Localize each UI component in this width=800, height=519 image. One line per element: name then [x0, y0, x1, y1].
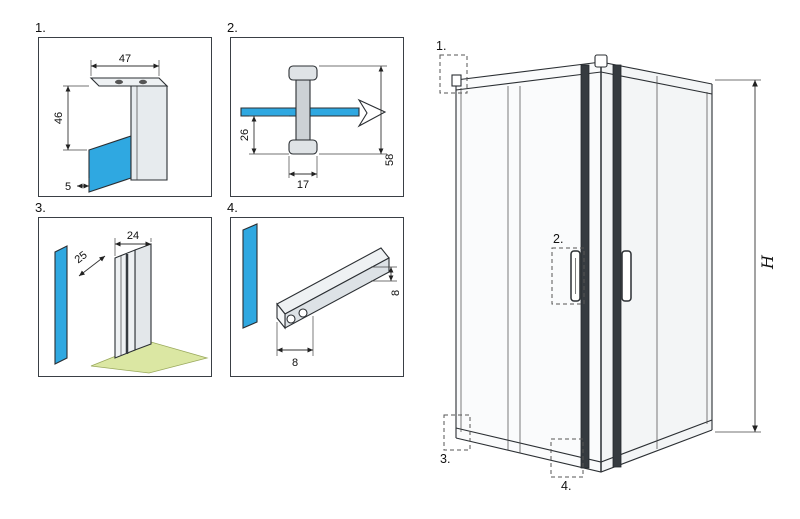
dim-58-label: 58: [384, 154, 396, 166]
handle-stem: [295, 79, 311, 141]
glass-panel: [54, 245, 68, 365]
screw-hole: [139, 79, 147, 85]
main-view: H 1. 2. 3. 4.: [425, 30, 795, 515]
glass-panel: [88, 135, 132, 193]
detail-4-box: 8 8: [230, 217, 404, 377]
shower-tray-floor: [90, 341, 209, 374]
left-door-stile: [580, 64, 590, 469]
callout-3-box: [443, 414, 471, 451]
wall-profile-front: [114, 249, 136, 359]
detail-1-box: 47 46 5: [38, 37, 212, 197]
detail-2-box: 26 17 58: [230, 37, 404, 197]
dim-47-label: 47: [119, 53, 131, 65]
dim-24-label: 24: [127, 230, 139, 242]
wall-profile-body: [130, 85, 168, 181]
dim-46-label: 46: [53, 112, 65, 124]
detail-2-label: 2.: [227, 20, 238, 35]
dim-26-label: 26: [239, 129, 251, 141]
detail-2-drawing: 26 17 58: [239, 65, 396, 191]
detail-4-label: 4.: [227, 200, 238, 215]
height-dim-label: H: [758, 254, 777, 270]
callout-1-box: [439, 54, 468, 94]
corner-top-cap: [594, 54, 608, 68]
roller-channel: [286, 314, 296, 324]
enclosure-drawing: H 1. 2. 3. 4.: [436, 39, 777, 493]
right-glass-face: [601, 62, 712, 472]
dim-line-25: [78, 255, 106, 277]
detail-1-drawing: 47 46 5: [53, 53, 169, 193]
callout-1-label: 1.: [436, 39, 446, 53]
detail-3-box: 24 25: [38, 217, 212, 377]
callout-2-label: 2.: [553, 232, 563, 246]
end-bracket: [357, 98, 387, 128]
handle-cap-top: [288, 65, 318, 81]
callout-3-label: 3.: [440, 452, 450, 466]
left-glass-face: [456, 62, 601, 472]
glass-panel: [242, 223, 258, 329]
callout-2-box: [551, 247, 585, 305]
dim-25-label: 25: [73, 249, 90, 266]
screw-hole: [115, 79, 123, 85]
roller-channel: [298, 308, 308, 318]
dim-8h-label: 8: [292, 357, 298, 369]
dim-17-label: 17: [297, 179, 309, 191]
detail-3-drawing: 24 25: [54, 230, 209, 374]
wall-profile-back: [134, 243, 152, 351]
detail-4-drawing: 8 8: [242, 223, 401, 369]
right-door-stile: [612, 64, 622, 468]
dim-5-label: 5: [65, 181, 71, 193]
dim-8v-label: 8: [390, 290, 401, 296]
handle-cap-bottom: [288, 139, 318, 155]
rail-end-cap: [276, 302, 286, 330]
callout-4-label: 4.: [561, 479, 571, 493]
callout-4-box: [550, 438, 584, 478]
detail-1-label: 1.: [35, 20, 46, 35]
wall-profile-plate: [89, 77, 169, 87]
detail-3-label: 3.: [35, 200, 46, 215]
right-door-handle: [621, 250, 632, 302]
left-wall-top-cap: [451, 74, 462, 87]
